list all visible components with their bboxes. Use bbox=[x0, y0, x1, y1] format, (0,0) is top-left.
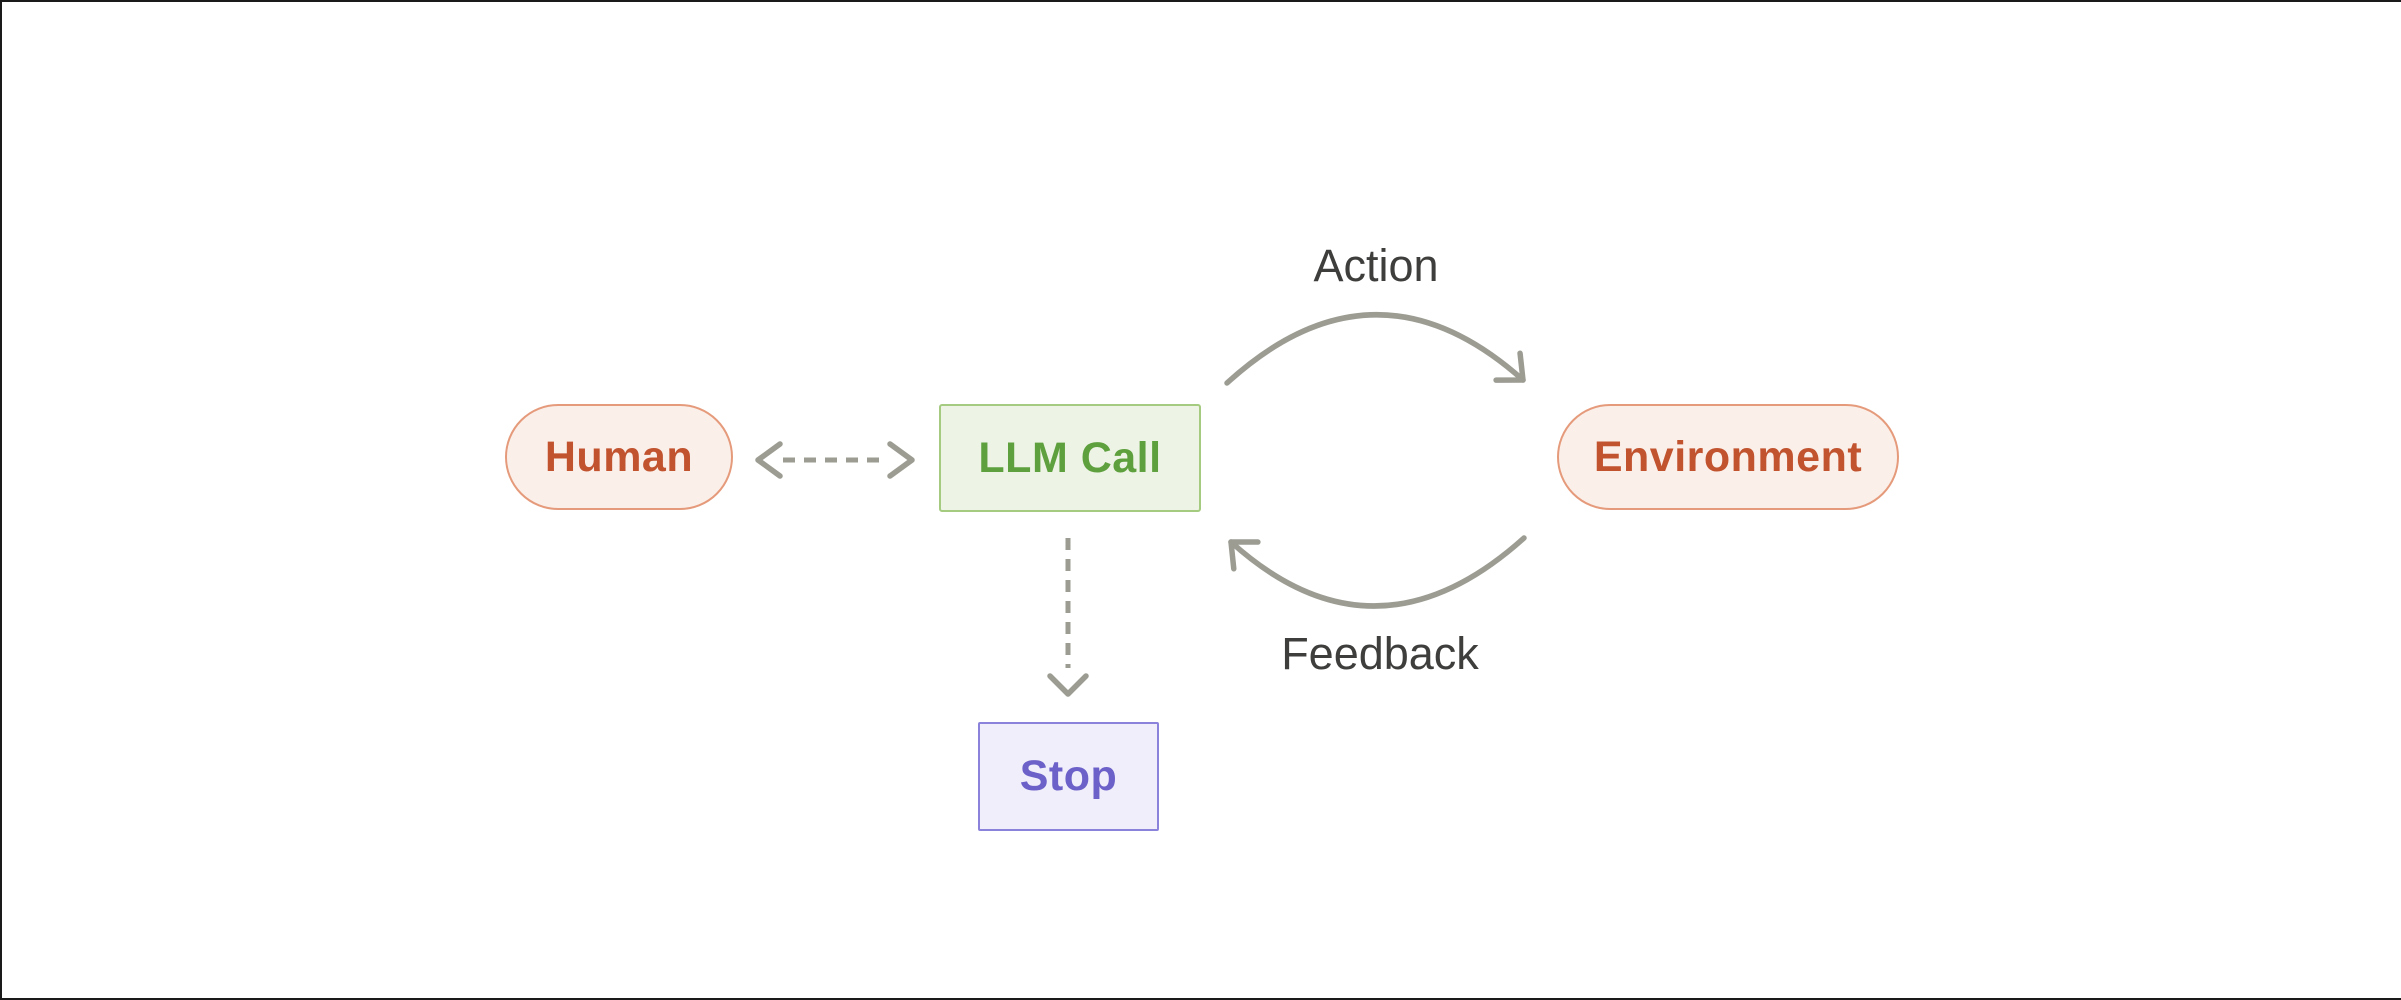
window-edge-bottom bbox=[0, 998, 2401, 1000]
human-llm-dashed-arrow bbox=[755, 441, 915, 479]
node-llm-call: LLM Call bbox=[939, 404, 1201, 512]
node-stop: Stop bbox=[978, 722, 1159, 831]
feedback-arrow bbox=[1228, 535, 1527, 609]
node-human-label: Human bbox=[544, 432, 694, 481]
action-edge-label: Action bbox=[1313, 240, 1439, 291]
node-environment-label: Environment bbox=[1593, 432, 1863, 481]
node-llm-call-label: LLM Call bbox=[978, 433, 1162, 482]
llm-stop-dashed-arrow bbox=[1047, 538, 1089, 697]
action-arrow bbox=[1224, 312, 1526, 386]
feedback-edge-label: Feedback bbox=[1281, 628, 1479, 679]
window-edge-top bbox=[0, 0, 2401, 2]
node-stop-label: Stop bbox=[1019, 752, 1118, 800]
window-edge-left bbox=[0, 0, 2, 1000]
node-environment: Environment bbox=[1557, 404, 1899, 510]
node-human: Human bbox=[505, 404, 733, 510]
